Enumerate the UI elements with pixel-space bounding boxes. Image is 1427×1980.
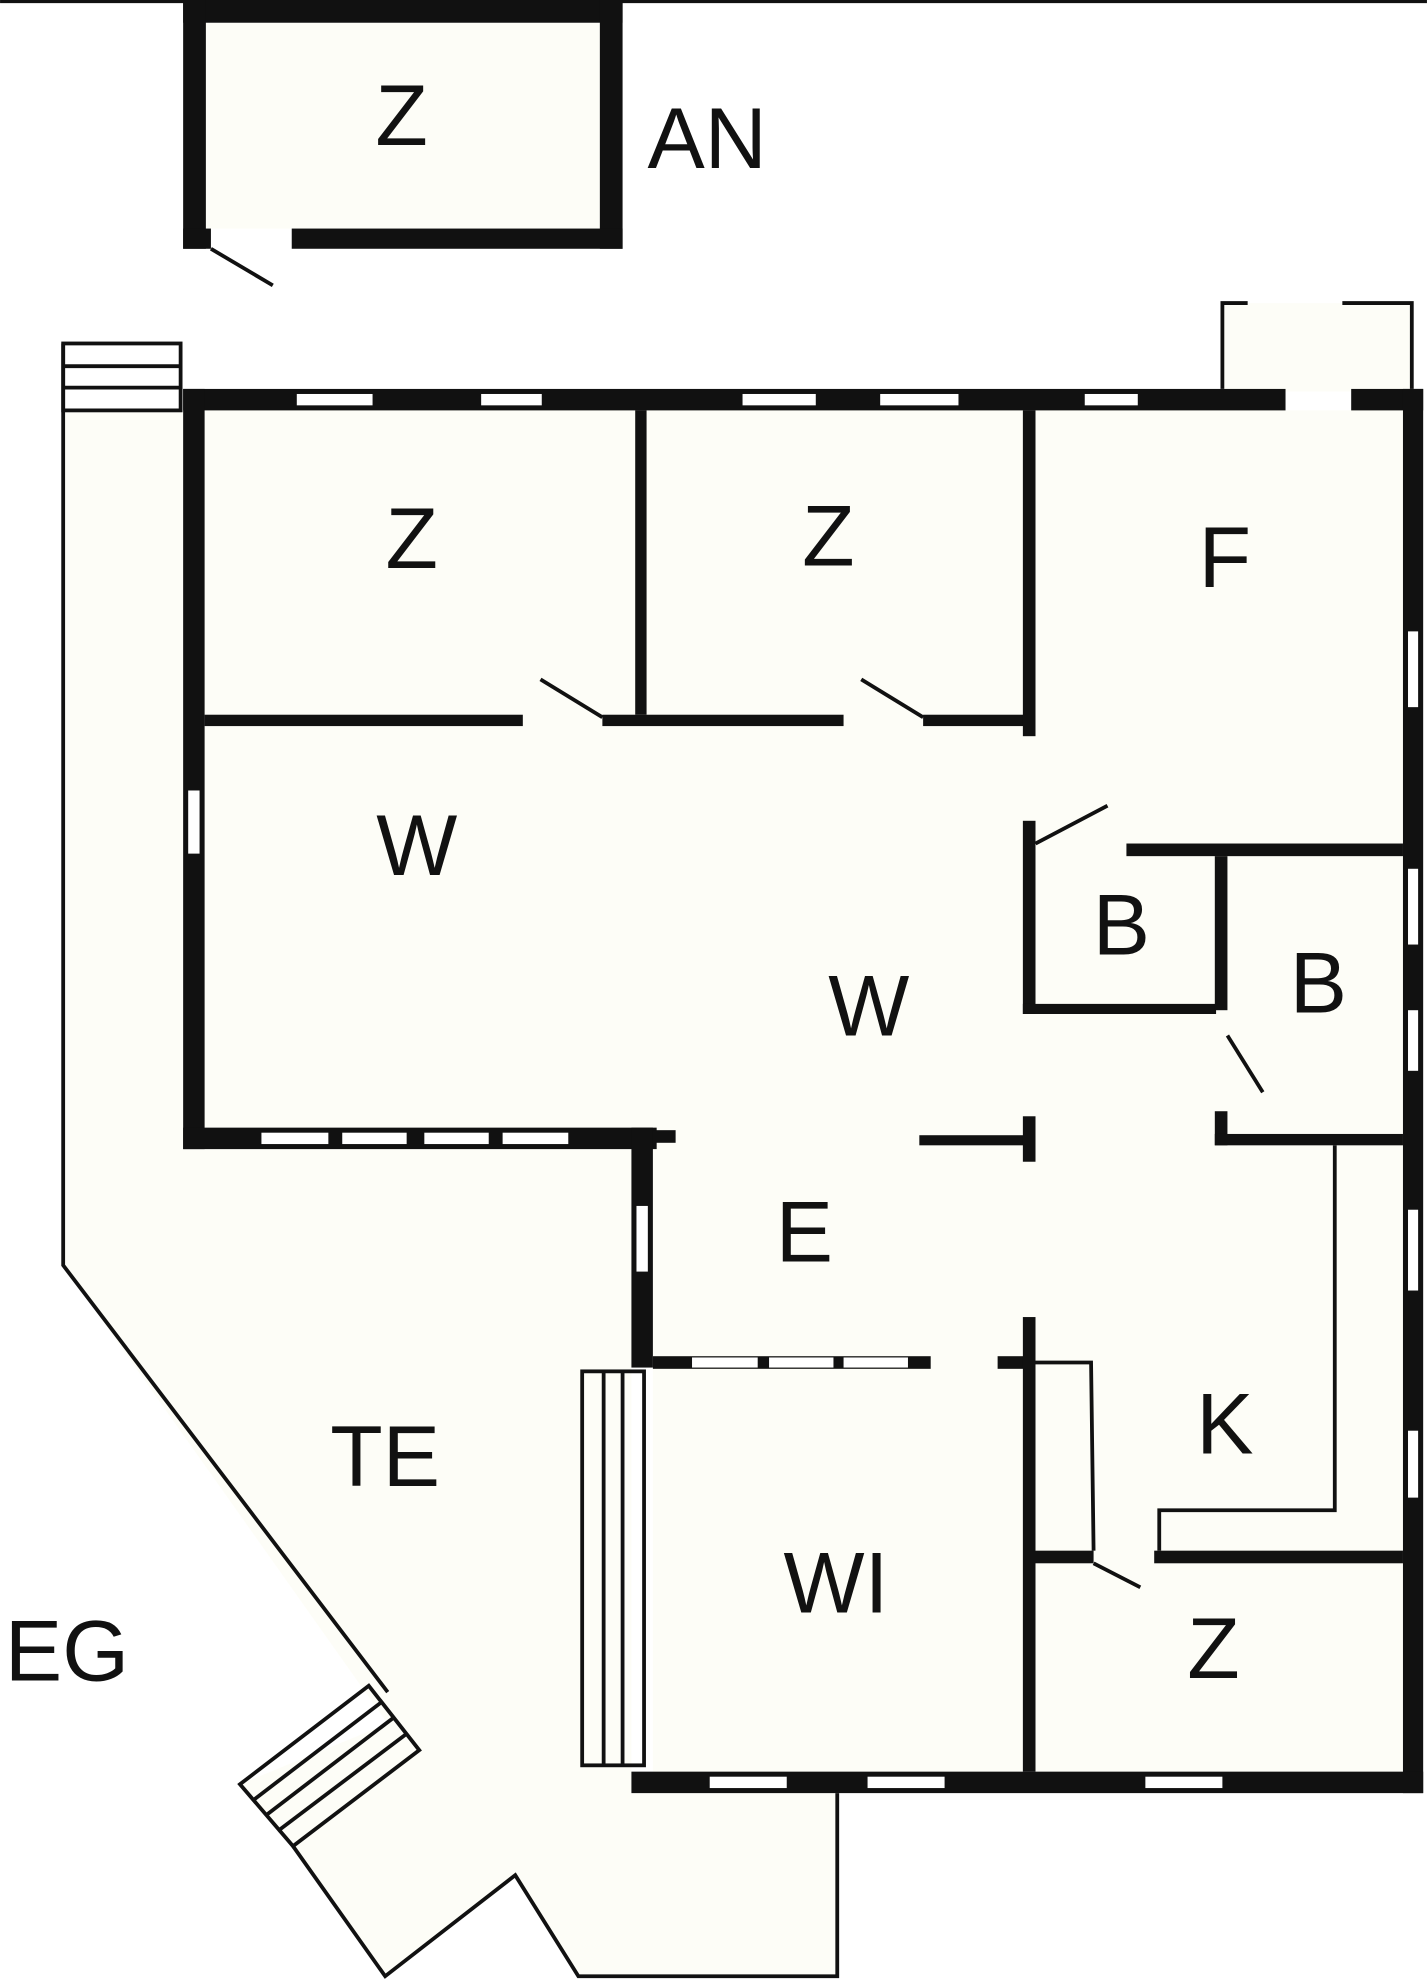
entrance-bumpout [1220, 301, 1248, 389]
terrace [61, 341, 840, 1979]
room-label-bottom-right: Z [1187, 1601, 1239, 1697]
room-label-annex-storage: Z [375, 68, 427, 164]
room-label-terrace: TE [330, 1409, 440, 1505]
room-label-entry: E [776, 1184, 833, 1280]
room-label-bath-right: B [1290, 936, 1347, 1032]
doors [539, 677, 1265, 1589]
winter-garden-steps [580, 1369, 646, 1768]
terrace-steps-top [61, 341, 183, 413]
windows [188, 393, 1419, 1789]
room-label-kitchen: K [1196, 1376, 1253, 1472]
kitchen-counter [1035, 1145, 1337, 1551]
level-label: EG [5, 1604, 129, 1700]
room-label-living-center: W [828, 958, 909, 1054]
terrace-steps-diagonal [237, 1683, 422, 1849]
room-label-living-left: W [376, 798, 457, 894]
room-label-hall: F [1199, 510, 1251, 606]
annex-label: AN [648, 91, 767, 187]
room-label-bath-small: B [1093, 878, 1150, 974]
room-label-top-middle: Z [802, 489, 854, 585]
annex [183, 0, 623, 288]
room-label-top-left: Z [385, 491, 437, 587]
annex-door [209, 247, 274, 288]
room-label-winter-garden: WI [784, 1535, 889, 1631]
